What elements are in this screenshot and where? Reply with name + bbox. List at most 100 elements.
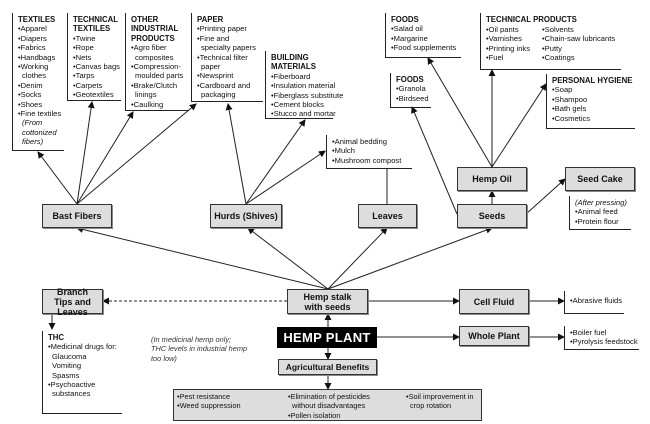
list-item: linings xyxy=(135,90,157,100)
list-item: •Salad oil xyxy=(391,24,423,34)
list-item: •Tarps xyxy=(73,71,95,81)
list-item: •Agro fiber xyxy=(131,43,167,53)
list-item: •Psychoactive xyxy=(48,380,96,390)
list-item: •Rope xyxy=(73,43,94,53)
technical-products-list: TECHNICAL PRODUCTS •Oil pants •Varnishes… xyxy=(480,13,621,70)
list-title: FOODS xyxy=(396,75,424,84)
personal-hygiene-list: PERSONAL HYGIENE •Soap •Shampoo •Bath ge… xyxy=(546,74,635,129)
list-item: •Insulation material xyxy=(271,81,336,91)
list-item: •Caulking xyxy=(131,99,164,109)
list-item: •Brake/Clutch xyxy=(131,80,178,90)
list-item: without disadvantages xyxy=(292,401,366,411)
list-item: •Printing paper xyxy=(197,24,247,34)
list-note: (From xyxy=(22,118,43,128)
list-title: PRODUCTS xyxy=(131,33,175,43)
list-item: •Abrasive fluids xyxy=(570,296,623,305)
list-item: •Granola xyxy=(396,84,426,94)
whole-plant-uses-list: •Boiler fuel •Pyrolysis feedstock xyxy=(564,326,639,350)
list-item: •Soil improvement in xyxy=(406,392,474,401)
list-item: •Socks xyxy=(18,90,42,100)
list-title: BUILDING xyxy=(271,53,309,62)
list-item: substances xyxy=(52,389,91,399)
list-item: packaging xyxy=(201,90,236,100)
list-item: •Compression- xyxy=(131,62,181,72)
thc-list: THC •Medicinal drugs for: Glaucoma Vomit… xyxy=(42,331,122,414)
arrow xyxy=(37,151,78,205)
list-item: •Weed suppression xyxy=(177,401,241,411)
list-item: Spasms xyxy=(52,370,80,380)
list-item: •Fiberglass substitute xyxy=(271,90,344,100)
arrow xyxy=(327,226,493,290)
list-item: •Putty xyxy=(542,43,562,53)
list-item: •Stucco and mortar xyxy=(271,109,336,119)
arrow xyxy=(76,101,95,205)
list-item: •Cosmetics xyxy=(552,113,591,123)
note-line: (In medicinal hemp only; xyxy=(151,335,232,344)
list-item: •Fine textiles xyxy=(18,109,62,119)
list-item: •Nets xyxy=(73,52,92,62)
node-branch-tips: Branch Tips and Leaves xyxy=(42,287,103,317)
list-title: MATERIALS xyxy=(271,62,316,72)
node-whole-plant: Whole Plant xyxy=(459,326,529,346)
list-title: TEXTILES xyxy=(18,15,56,24)
list-item: Glaucoma xyxy=(52,351,87,361)
other-industrial-list: OTHER INDUSTRIAL PRODUCTS •Agro fiber co… xyxy=(125,13,189,111)
list-title: TECHNICAL PRODUCTS xyxy=(486,15,577,24)
list-item: •Cement blocks xyxy=(271,100,324,110)
list-item: •Birdseed xyxy=(396,93,429,103)
cell-fluid-uses-list: •Abrasive fluids xyxy=(564,291,624,314)
list-item: •Mushroom compost xyxy=(332,155,402,165)
benefits-box: •Pest resistance •Weed suppression •Elim… xyxy=(173,389,482,421)
note-line: too low) xyxy=(151,353,177,363)
arrow xyxy=(245,150,326,205)
list-item: •Shoes xyxy=(18,99,43,109)
foods-seed-list: FOODS •Granola •Birdseed xyxy=(390,73,431,108)
arrow xyxy=(76,226,329,290)
note-line: THC levels in industrial hemp xyxy=(151,344,248,354)
list-item: •Cardboard and xyxy=(197,80,251,90)
list-note: cottonized xyxy=(22,127,57,137)
list-title: PAPER xyxy=(197,15,224,24)
list-title: TEXTILES xyxy=(73,24,111,34)
technical-textiles-list: TECHNICAL TEXTILES •Twine •Rope •Nets •C… xyxy=(67,13,121,101)
list-title: FOODS xyxy=(391,15,419,24)
list-item: •Geotextiles xyxy=(73,90,114,100)
list-item: •Denim xyxy=(18,80,43,90)
list-item: •Fiberboard xyxy=(271,71,311,81)
list-item: •Pest resistance xyxy=(177,392,231,401)
list-item: •Food supplements xyxy=(391,43,457,53)
list-item: •Apparel xyxy=(18,24,47,34)
node-seed-cake: Seed Cake xyxy=(565,167,635,191)
list-note: fibers) xyxy=(22,137,44,147)
list-item: •Protein flour xyxy=(575,216,619,226)
list-title: INDUSTRIAL xyxy=(131,24,179,34)
textiles-list: TEXTILES •Apparel •Diapers •Fabrics •Han… xyxy=(12,13,64,151)
arrow xyxy=(327,227,388,290)
list-item: •Fuel xyxy=(486,53,504,63)
seed-cake-uses-list: (After pressing) •Animal feed •Protein f… xyxy=(569,196,631,230)
list-item: •Carpets xyxy=(73,80,103,90)
list-item: clothes xyxy=(22,71,47,81)
list-note: (After pressing) xyxy=(575,198,627,207)
list-item: •Printing inks xyxy=(486,43,531,53)
arrow xyxy=(76,103,197,205)
list-item: •Animal bedding xyxy=(332,137,388,146)
arrow xyxy=(411,106,458,215)
list-item: •Pollen isolation xyxy=(288,410,341,420)
arrow xyxy=(525,178,566,215)
arrow xyxy=(427,57,493,168)
node-hemp-plant: HEMP PLANT xyxy=(277,327,377,348)
list-item: •Twine xyxy=(73,33,96,43)
list-item: crop rotation xyxy=(410,401,452,411)
list-title: PERSONAL HYGIENE xyxy=(552,76,633,85)
list-item: •Newsprint xyxy=(197,71,234,81)
list-item: •Handbags xyxy=(18,52,56,62)
list-title: TECHNICAL xyxy=(73,15,119,24)
list-item: •Pyrolysis feedstock xyxy=(570,337,638,347)
list-item: •Bath gels xyxy=(552,104,587,114)
list-item: Vomiting xyxy=(52,361,82,371)
list-item: •Diapers xyxy=(18,33,47,43)
paper-list: PAPER •Printing paper •Fine and specialt… xyxy=(191,13,263,102)
list-item: •Fabrics xyxy=(18,43,46,53)
